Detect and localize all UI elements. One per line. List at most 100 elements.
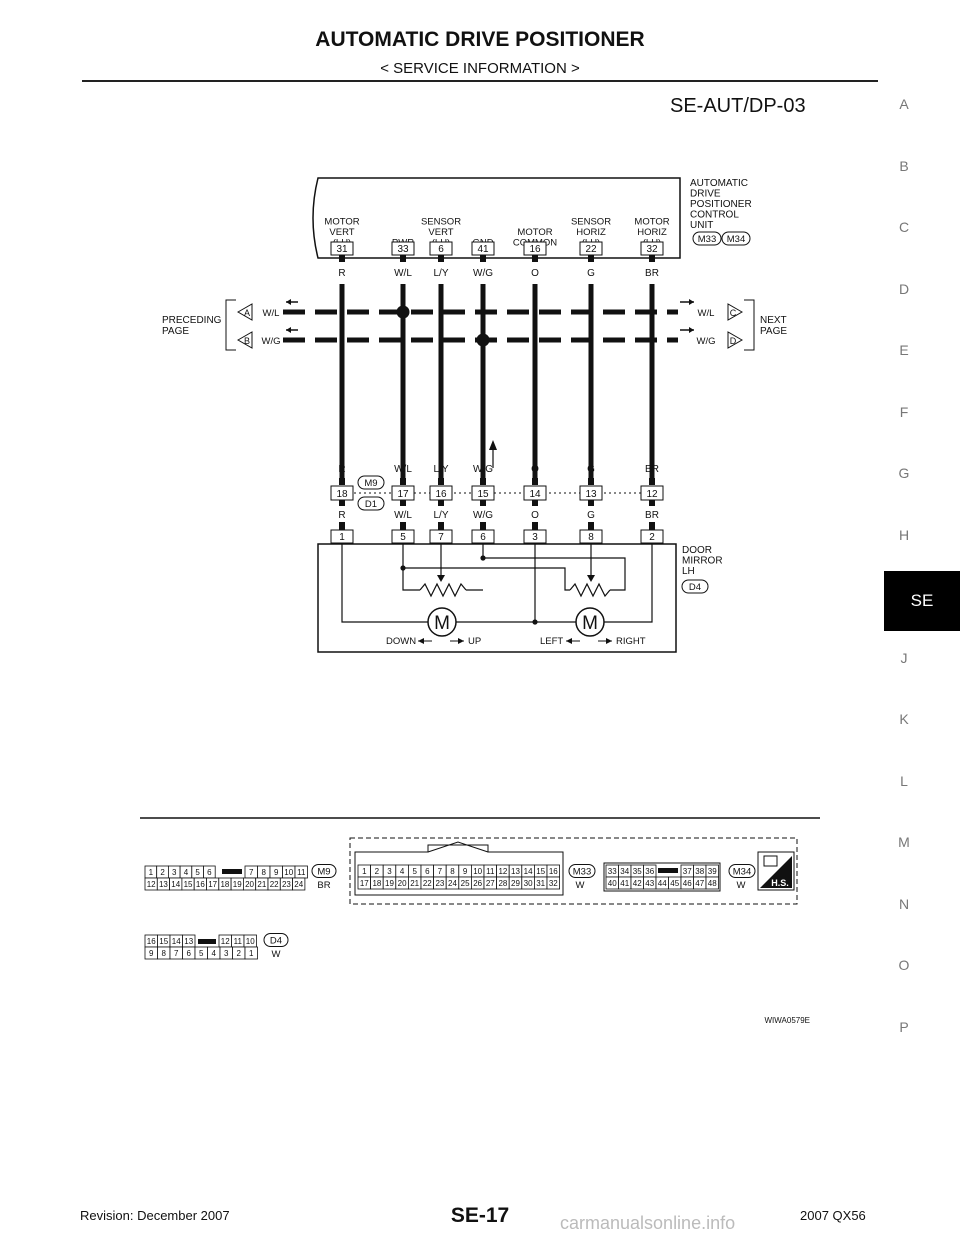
section-tab-p[interactable]: P — [899, 1018, 909, 1035]
splice-node — [480, 555, 486, 561]
d4-bottom-pin: 5 — [199, 949, 204, 958]
junction-pin-number: 14 — [529, 489, 541, 500]
junction-pin-number: 13 — [585, 489, 597, 500]
control-unit-label: POSITIONER — [690, 199, 752, 210]
m34-bottom-pin: 44 — [658, 879, 667, 888]
mirror-pin-number: 5 — [400, 532, 406, 543]
next-page-label: NEXT — [760, 315, 787, 326]
m33-bottom-pin: 19 — [385, 879, 394, 888]
section-tab-k[interactable]: K — [899, 711, 909, 727]
mirror-pin-number: 8 — [588, 532, 594, 543]
unit-pin-function-label: MOTOR — [324, 217, 359, 228]
connector-enclosure — [349, 837, 798, 905]
connector-badge-M33 — [568, 864, 596, 878]
d4-bottom-pin: 4 — [212, 949, 217, 958]
wire-color-label: BR — [645, 464, 659, 475]
wire-color-label: W/L — [394, 464, 412, 475]
connector-color-label: W — [272, 949, 281, 960]
m9-top-pin: 8 — [262, 868, 267, 877]
preceding-page-label: PRECEDING — [162, 315, 222, 326]
mirror-pin-number: 2 — [649, 532, 655, 543]
wire-color-label: R — [338, 268, 345, 279]
d4-key — [198, 939, 216, 944]
connector-badge-M34 — [728, 864, 756, 878]
door-mirror-label: MIRROR — [682, 556, 723, 567]
section-tab-a[interactable]: A — [899, 96, 909, 112]
hs-badge-fill — [760, 856, 792, 888]
d4-bottom-pin: 2 — [237, 949, 242, 958]
m9-bottom-pin: 14 — [171, 880, 180, 889]
m9-bottom-pin: 24 — [294, 880, 303, 889]
unit-pin-stub — [532, 255, 538, 262]
wire-color-label: L/Y — [433, 510, 448, 521]
wire-color-label: W/L — [263, 308, 280, 319]
m9-bottom-pin: 17 — [208, 880, 217, 889]
page-link-letter: B — [244, 336, 250, 346]
section-tab-j[interactable]: J — [900, 649, 908, 666]
d4-top-pin: 14 — [172, 937, 181, 946]
m34-bottom-pin: 40 — [608, 879, 617, 888]
section-tab-se[interactable]: SE — [884, 571, 960, 631]
wire-color-label: R — [338, 464, 345, 475]
junction-pin-stub — [339, 500, 345, 506]
wire-color-label: W/G — [473, 510, 493, 521]
page-title: AUTOMATIC DRIVE POSITIONER — [315, 28, 645, 51]
m34-bottom-cell — [705, 876, 719, 890]
m33-bottom-pin: 22 — [423, 879, 432, 888]
unit-pin-function-label: HORIZ — [637, 227, 667, 238]
horizontal-motor-symbol: M — [582, 613, 598, 634]
m33-top-pin: 5 — [412, 867, 417, 876]
m9-bottom-pin: 13 — [159, 880, 168, 889]
section-tab-e[interactable]: E — [899, 342, 909, 358]
m33-top-pin: 2 — [375, 867, 380, 876]
section-tab-l[interactable]: L — [900, 772, 908, 789]
junction-pin-stub — [480, 478, 486, 485]
m33-bottom-pin: 21 — [410, 879, 419, 888]
m34-top-pin: 35 — [633, 867, 642, 876]
section-tab-b[interactable]: B — [899, 157, 909, 174]
section-tab-h[interactable]: H — [898, 526, 910, 543]
next-page-label: PAGE — [760, 326, 787, 337]
junction-pin-stub — [438, 500, 444, 506]
m33-bottom-pin: 18 — [372, 879, 381, 888]
page-link-letter: A — [244, 308, 250, 318]
section-tab-d[interactable]: D — [898, 280, 910, 297]
section-tab-o[interactable]: O — [898, 957, 910, 973]
d4-top-pin: 15 — [159, 937, 168, 946]
m9-bottom-pin: 23 — [282, 880, 291, 889]
unit-pin-number: 41 — [477, 244, 489, 255]
m9-top-pin: 7 — [249, 868, 254, 877]
junction-pin-stub — [400, 478, 406, 485]
m33-bottom-pin: 17 — [360, 879, 369, 888]
m33-bottom-pin: 30 — [524, 879, 533, 888]
m33-bottom-pin: 28 — [498, 879, 507, 888]
junction-pin-stub — [400, 500, 406, 506]
junction-pin-number: 16 — [435, 489, 447, 500]
flow-arrow-head — [689, 299, 694, 305]
m33-latch — [427, 841, 489, 853]
junction-pin-number: 17 — [397, 489, 409, 500]
unit-connector-label: M34 — [727, 234, 745, 245]
connector-badge-label: D4 — [270, 936, 282, 947]
section-tab-c[interactable]: C — [898, 219, 910, 235]
wire-color-label: O — [531, 464, 539, 475]
circuit-trace — [341, 544, 428, 623]
wire-color-label: W/L — [394, 510, 412, 521]
mirror-pin-stub — [480, 522, 486, 530]
wire-color-label: G — [587, 510, 595, 521]
unit-pin-function-label: MOTOR — [634, 217, 669, 228]
d4-top-pin: 12 — [221, 937, 230, 946]
mirror-pin-box — [579, 529, 603, 544]
wiper-arrow — [587, 575, 595, 582]
section-tab-f[interactable]: F — [899, 403, 909, 420]
unit-pin-number: 16 — [529, 244, 541, 255]
section-tab-n[interactable]: N — [898, 895, 910, 912]
wire-color-label: O — [531, 268, 539, 279]
d4-bottom-pin: 3 — [224, 949, 229, 958]
section-tab-m[interactable]: M — [898, 834, 910, 850]
section-tab-g[interactable]: G — [898, 465, 910, 481]
vertical-sensor-resistor — [419, 582, 467, 598]
m33-top-pin: 4 — [400, 867, 405, 876]
d4-bottom-pin: 6 — [187, 949, 192, 958]
